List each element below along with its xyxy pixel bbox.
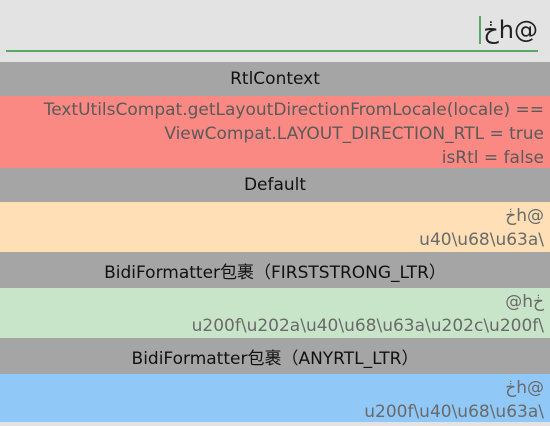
firststrong-output-unicode: u200f\u202a\u40\u68\u63a\u202c\u200f\ <box>191 316 544 336</box>
rtlcontext-line-2: ViewCompat.LAYOUT_DIRECTION_RTL = true <box>164 124 544 144</box>
text-input[interactable]: ڂh@ <box>6 10 538 52</box>
anyrtl-output-text: ڂh@ <box>505 378 544 398</box>
input-value: ڂh@ <box>483 16 538 44</box>
anyrtl-output-unicode: u200f\u40\u68\u63a\ <box>364 402 544 422</box>
firststrong-output-text: @hڂ <box>505 292 544 312</box>
section-header-anyrtl-ltr: BidiFormatter包裹（ANYRTL_LTR） <box>0 338 550 374</box>
text-input-area[interactable]: ڂh@ <box>0 0 550 62</box>
rtlcontext-line-1: TextUtilsCompat.getLayoutDirectionFromLo… <box>43 100 544 120</box>
rtlcontext-line-3: isRtl = false <box>441 148 544 168</box>
section-body-firststrong-ltr: @hڂ u200f\u202a\u40\u68\u63a\u202c\u200f… <box>0 288 550 338</box>
section-header-firststrong-ltr: BidiFormatter包裹（FIRSTSTRONG_LTR） <box>0 252 550 288</box>
section-header-rtlcontext: RtlContext <box>0 62 550 96</box>
bottom-strip <box>0 422 550 426</box>
section-body-rtlcontext: TextUtilsCompat.getLayoutDirectionFromLo… <box>0 96 550 168</box>
section-header-default: Default <box>0 168 550 202</box>
text-cursor <box>479 16 482 44</box>
default-output-unicode: u40\u68\u63a\ <box>419 230 544 250</box>
section-body-anyrtl-ltr: ڂh@ u200f\u40\u68\u63a\ <box>0 374 550 422</box>
section-body-default: ڂh@ u40\u68\u63a\ <box>0 202 550 252</box>
default-output-text: ڂh@ <box>505 206 544 226</box>
